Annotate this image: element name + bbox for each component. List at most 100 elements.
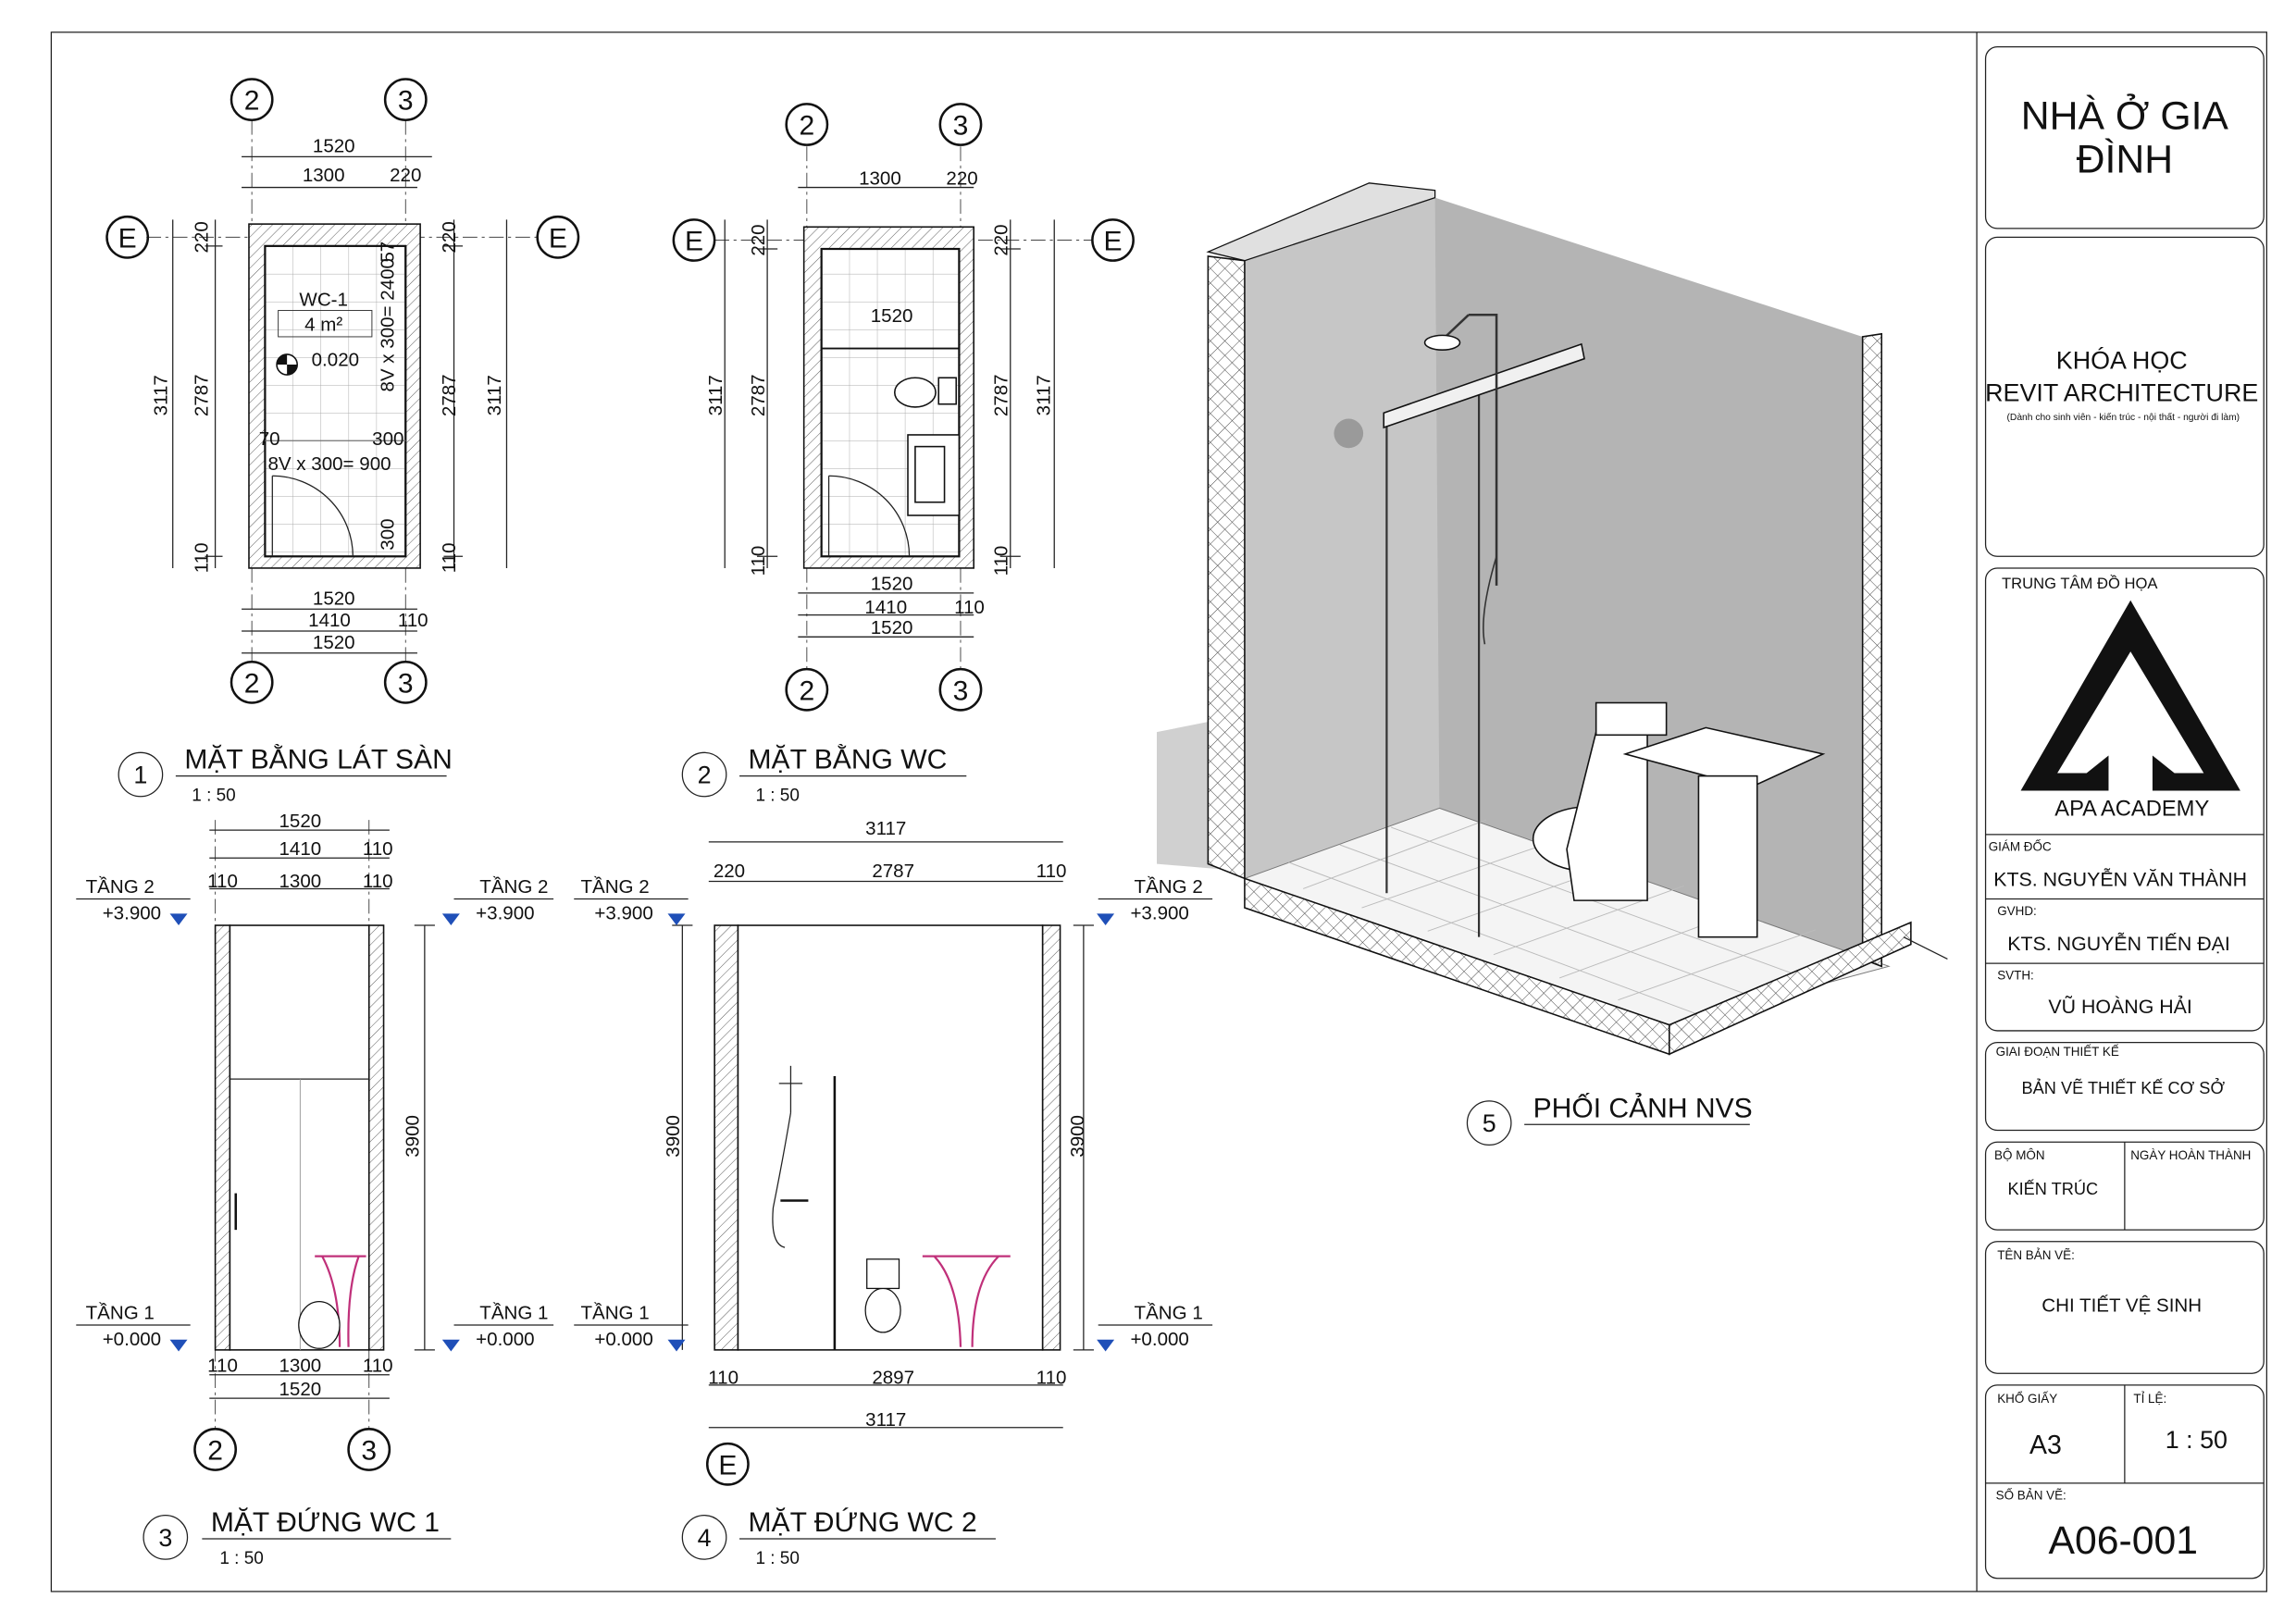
dim-label: 220	[192, 221, 213, 253]
dim-label: 1410	[279, 838, 322, 860]
tile-dim: 8V x 300= 900	[267, 453, 391, 475]
room-name: WC-1	[299, 290, 348, 311]
sink-elevation	[315, 1255, 366, 1347]
logo-text: APA ACADEMY	[2054, 797, 2209, 821]
dim-label: 110	[439, 542, 460, 573]
view-number: 1	[133, 762, 147, 789]
dim-label: 1300	[859, 167, 901, 189]
dim-label: 110	[748, 546, 769, 576]
dim-label: 110	[1036, 1367, 1067, 1388]
grid-label: 3	[398, 668, 414, 699]
scale-label: TỈ LỆ:	[2133, 1392, 2166, 1406]
dim-label: 2787	[872, 861, 914, 882]
dim-label: 1520	[871, 305, 913, 327]
tile-dim: 300	[378, 518, 399, 550]
view-scale: 1 : 50	[219, 1549, 263, 1568]
view-title-3: 3 MẶT ĐỨNG WC 1 1 : 50	[143, 1507, 452, 1568]
level-name: TẦNG 1	[86, 1303, 155, 1324]
view-title: MẶT BẰNG WC	[749, 744, 948, 775]
dim-label: 2787	[192, 374, 213, 416]
level-name: TẦNG 1	[479, 1303, 548, 1324]
dim-label: 1410	[308, 610, 351, 631]
dim-label: 3117	[484, 375, 505, 415]
course-note: (Dành cho sinh viên - kiến trúc - nội th…	[2007, 412, 2240, 423]
view-number: 2	[698, 762, 712, 789]
grid-label: 3	[953, 675, 969, 706]
dim-label: 110	[708, 1367, 738, 1388]
dim-label: 110	[991, 546, 1012, 576]
sheet-number-label: SỐ BẢN VẼ:	[1996, 1488, 2066, 1502]
dim-label: 2897	[872, 1367, 914, 1388]
grid-label: E	[718, 1450, 737, 1481]
view-number: 4	[698, 1524, 712, 1552]
view-title: MẶT ĐỨNG WC 2	[749, 1507, 977, 1538]
level-value: +0.000	[103, 1329, 161, 1350]
paper-size: A3	[2029, 1431, 2062, 1460]
room-area: 4 m²	[304, 315, 342, 336]
dim-label: 110	[192, 542, 213, 573]
grid-label: 3	[398, 86, 414, 117]
department-label: BỘ MÔN	[1994, 1148, 2045, 1162]
level-value: +3.900	[594, 903, 652, 924]
grid-label: 2	[244, 86, 260, 117]
grid-bubble-3	[383, 660, 428, 704]
view-title-1: 1 MẶT BẰNG LÁT SÀN 1 : 50	[118, 744, 453, 806]
plan-wc: 2 3 E E 2 3 1300 220 1520 220 3117 2787 …	[672, 103, 1135, 712]
perspective-bathroom	[1156, 182, 1948, 1056]
dim-label: 3117	[1033, 375, 1054, 415]
phase-value: BẢN VẼ THIẾT KẾ CƠ SỞ	[2022, 1078, 2226, 1097]
dim-label: 220	[748, 224, 769, 255]
grid-label: 2	[799, 675, 814, 706]
level-name: TẦNG 1	[1135, 1303, 1203, 1324]
grid-bubble-e	[105, 215, 150, 259]
view-number: 5	[1483, 1109, 1496, 1137]
dim-label: 110	[363, 838, 393, 860]
view-title: MẶT ĐỨNG WC 1	[211, 1507, 440, 1538]
dim-label: 3900	[663, 1115, 684, 1158]
level-value: +0.000	[476, 1329, 534, 1350]
tile-dim: 300	[372, 428, 403, 450]
view-title: PHỐI CẢNH NVS	[1533, 1092, 1753, 1123]
dim-label: 1520	[313, 136, 355, 157]
dim-label: 110	[207, 871, 238, 892]
dim-label: 1520	[279, 811, 322, 832]
project-title-line2: ĐÌNH	[2077, 138, 2173, 182]
dim-label: 3900	[1067, 1115, 1088, 1158]
sheet-name: CHI TIẾT VỆ SINH	[2042, 1295, 2202, 1317]
grid-bubble-2	[230, 660, 274, 704]
elevation-wc-1: TẦNG 2 +3.900 TẦNG 2 +3.900 TẦNG 1 +0.00…	[76, 811, 554, 1471]
grid-label: 3	[361, 1436, 377, 1467]
level-value: +0.000	[594, 1329, 652, 1350]
level-name: TẦNG 2	[479, 876, 548, 898]
floor-level: 0.020	[312, 350, 359, 371]
grid-label: 2	[244, 668, 260, 699]
plan-floor-tiling: 2 3 E E 2 3 1520 1300 220 220 3117 2787 …	[105, 78, 580, 704]
grid-bubble-2	[230, 78, 274, 122]
dim-label: 110	[363, 1356, 393, 1377]
elevation-wc-2: TẦNG 2 +3.900 TẦNG 2 +3.900 TẦNG 1 +0.00…	[574, 818, 1213, 1486]
student-name: VŨ HOÀNG HẢI	[2048, 995, 2191, 1018]
grid-label: 3	[953, 111, 969, 142]
tile-dim: 57	[378, 242, 399, 263]
dim-label: 220	[714, 861, 745, 882]
dim-label: 3900	[403, 1115, 424, 1158]
dim-label: 2787	[439, 374, 460, 416]
dim-label: 1520	[279, 1379, 322, 1400]
view-number: 3	[158, 1524, 172, 1552]
course-title-line1: KHÓA HỌC	[2056, 346, 2188, 375]
sheet-name-label: TÊN BẢN VẼ:	[1997, 1248, 2075, 1262]
completion-date-label: NGÀY HOÀN THÀNH	[2130, 1148, 2251, 1162]
shower-elevation	[772, 1065, 803, 1248]
dim-label: 220	[390, 165, 421, 186]
dim-label: 3117	[865, 818, 906, 839]
level-name: TẦNG 2	[1135, 876, 1203, 898]
scale-value: 1 : 50	[2166, 1426, 2228, 1454]
dim-label: 220	[946, 167, 977, 189]
dim-label: 110	[954, 597, 985, 618]
level-value: +3.900	[476, 903, 534, 924]
sheet-border	[50, 31, 2267, 1592]
project-title-line1: NHÀ Ở GIA	[2021, 93, 2229, 138]
director-label: GIÁM ĐỐC	[1989, 839, 2052, 853]
advisor-label: GVHD:	[1997, 904, 2037, 918]
dim-label: 1300	[279, 1356, 322, 1377]
